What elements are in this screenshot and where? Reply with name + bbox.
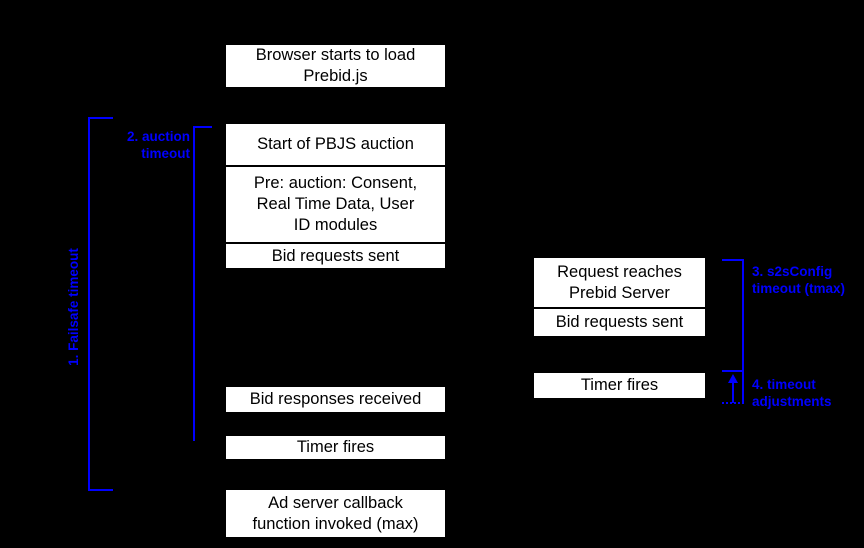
- box-timer-fires-client: Timer fires: [226, 436, 445, 459]
- adjustment-dotted-line: [722, 402, 744, 404]
- box-timer-fires-server: Timer fires: [534, 373, 705, 398]
- auction-stack: Start of PBJS auction Pre: auction: Cons…: [226, 124, 445, 268]
- box-bid-responses-received: Bid responses received: [226, 387, 445, 412]
- box-bid-requests-sent-server: Bid requests sent: [534, 307, 705, 336]
- box-request-reaches-server: Request reaches Prebid Server: [534, 258, 705, 307]
- box-start-of-auction: Start of PBJS auction: [226, 124, 445, 165]
- label-timeout-adjustments: 4. timeout adjustments: [752, 377, 832, 409]
- box-pre-auction-modules: Pre: auction: Consent, Real Time Data, U…: [226, 165, 445, 242]
- up-arrow-icon: [728, 374, 738, 383]
- server-stack: Request reaches Prebid Server Bid reques…: [534, 258, 705, 336]
- box-browser-load: Browser starts to load Prebid.js: [226, 45, 445, 87]
- box-ad-server-callback: Ad server callback function invoked (max…: [226, 490, 445, 537]
- label-failsafe-timeout: 1. Failsafe timeout: [65, 248, 81, 366]
- s2s-timeout-bracket: [722, 259, 744, 372]
- auction-timeout-bracket: [193, 126, 212, 441]
- s2s-bracket-extension-line: [742, 372, 744, 404]
- label-s2s-timeout: 3. s2sConfig timeout (tmax): [752, 264, 846, 296]
- failsafe-timeout-bracket: [88, 117, 113, 491]
- up-arrow-shaft: [732, 382, 734, 403]
- box-bid-requests-sent: Bid requests sent: [226, 242, 445, 268]
- label-auction-timeout: 2. auction timeout: [126, 129, 190, 161]
